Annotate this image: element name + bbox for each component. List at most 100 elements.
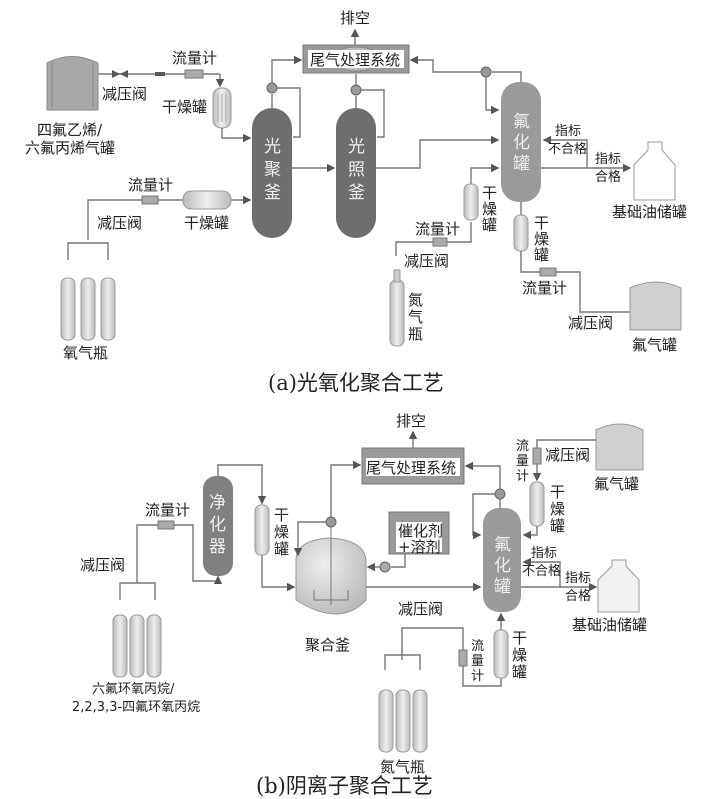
qualified-label-a2: 合格 [595,169,621,185]
reducing-valve-label-a4: 减压阀 [97,214,142,232]
dryer-a3: 干 燥 罐 [513,214,549,264]
reducing-valve-label-a2: 减压阀 [404,252,449,270]
flowmeter-icon-a4 [141,195,159,205]
dryer-b2-char-3: 罐 [550,517,565,535]
flowmeter-label-a4: 流量计 [128,176,173,194]
dryer-label-a1: 干燥罐 [162,98,207,116]
flowmeter-label-a2: 流量计 [415,220,460,238]
fluorine-tank-label-b: 氟气罐 [594,475,639,493]
flowmeter-label-a1: 流量计 [172,49,217,67]
base-oil-tank-b: 基础油储罐 [572,559,647,634]
n2-a-char-1: 氮 [408,291,423,309]
dryer-a2: 干 燥 罐 [463,183,497,234]
kettle1-char-2: 聚 [264,160,281,180]
unqualified-label-b2: 不合格 [522,563,561,579]
qualified-label-a1: 指标 [595,152,621,167]
caption-a: (a)光氧化聚合工艺 [268,371,444,395]
reducing-valve-label-b3: 减压阀 [398,600,443,618]
purifier: 净 化 器 [203,476,233,576]
flowmeter-icon-b2 [532,447,542,465]
ftank-a-char-1: 氟 [513,112,530,132]
unqualified-label-a2: 不合格 [548,141,587,157]
condenser-icon-a1 [266,82,278,94]
condenser-icon-a2 [350,84,362,96]
unqualified-label-b1: 指标 [531,546,557,561]
kettle1-char-1: 光 [264,137,281,157]
dryer-a2-char-3: 罐 [482,216,497,234]
tfe-hfp-tank: 四氟乙烯/ 六氟丙烯气罐 [25,56,115,157]
dryer-a1: 干燥罐 [162,87,232,129]
reducing-valve-label-b2: 减压阀 [545,446,590,464]
fluorination-tank-b: 氟 化 罐 [483,508,521,612]
ftank-a-char-3: 罐 [513,154,530,174]
dryer-a3-char-3: 罐 [534,246,549,264]
n2-a-char-2: 气 [408,308,423,326]
base-oil-tank-a: 基础油储罐 [612,141,687,221]
flowmeter-b2-char-1: 流 [516,439,529,454]
check-valve-icon-a1 [155,72,165,76]
dryer-a3-char-2: 燥 [534,230,549,248]
dryer-b2-char-2: 燥 [550,500,565,518]
purifier-char-2: 化 [209,515,226,535]
monomer-cylinders: 六氟环氧丙烷/ 2,2,3,3-四氟环氧丙烷 [72,614,200,715]
tail-gas-system-a: 尾气处理系统 [302,44,410,74]
polymerization-kettle-label: 聚合釜 [305,636,350,654]
monomer-label-2: 2,2,3,3-四氟环氧丙烷 [72,700,200,715]
monomer-label-1: 六氟环氧丙烷/ [92,682,175,697]
dryer-b3-char-2: 燥 [512,646,527,664]
flowmeter-label-a3: 流量计 [522,279,567,297]
flowmeter-b3-char-3: 计 [471,669,484,684]
flowmeter-b3-char-1: 流 [471,639,484,654]
ftank-b-char-3: 罐 [494,577,511,597]
dryer-b1: 干 燥 罐 [254,504,289,558]
dryer-b1-char-3: 罐 [274,540,289,558]
dryer-a2-char-2: 燥 [482,200,497,218]
nitrogen-cylinder-a: 氮 气 瓶 [389,269,423,347]
base-oil-label-a: 基础油储罐 [612,203,687,221]
ftank-b-char-2: 化 [494,556,511,576]
fluorine-tank-label-a: 氟气罐 [632,336,677,354]
flowmeter-b2-char-3: 计 [516,469,529,484]
flowmeter-icon-a3 [539,267,557,277]
catalyst-tank: 催化剂 +溶剂 [388,511,450,556]
dryer-b3: 干 燥 罐 [493,629,527,681]
flowmeter-icon-b1 [157,520,175,530]
reducing-valve-label-a3: 减压阀 [568,314,613,332]
reducing-valve-label-a1: 减压阀 [102,85,147,103]
vent-label-a: 排空 [340,9,370,27]
nitrogen-cylinders-b: 氮气瓶 [378,689,428,776]
condenser-icon-b1 [325,516,337,528]
dryer-b1-char-1: 干 [274,506,289,524]
tfe-hfp-label-1: 四氟乙烯/ [37,121,103,139]
vent-label-b: 排空 [396,412,426,430]
dryer-b2-char-1: 干 [550,483,565,501]
ftank-b-char-1: 氟 [494,535,511,555]
dryer-label-a4: 干燥罐 [184,214,229,232]
caption-b: (b)阴离子聚合工艺 [256,774,433,798]
kettle2-char-3: 釜 [348,183,365,203]
dryer-a3-char-1: 干 [534,214,549,232]
dryer-b3-char-1: 干 [512,629,527,647]
photo-polymerization-kettle: 光 聚 釜 [252,108,292,238]
catalyst-label-1: 催化剂 [398,522,443,540]
diagram-b: 排空 尾气处理系统 净 化 器 干 燥 罐 流量计 减压阀 [72,412,647,798]
dryer-a4: 干燥罐 [182,190,232,232]
tfe-hfp-label-2: 六氟丙烯气罐 [25,139,115,157]
flowmeter-icon-a1 [184,69,204,79]
tail-gas-label-b: 尾气处理系统 [366,459,456,477]
pump-icon [379,561,391,573]
ftank-a-char-2: 化 [513,133,530,153]
condenser-icon-a3 [480,66,492,78]
unqualified-label-a1: 指标 [555,124,581,139]
dryer-a2-char-1: 干 [482,184,497,202]
flowmeter-icon-a2 [432,237,448,247]
qualified-label-b1: 指标 [565,571,591,586]
diagram-a: 排空 尾气处理系统 四氟乙烯/ 六氟丙烯气罐 减压阀 流量计 干燥罐 [25,9,687,395]
dryer-b3-char-3: 罐 [512,663,527,681]
kettle2-char-2: 照 [348,160,365,180]
purifier-char-1: 净 [209,493,226,513]
dryer-b2: 干 燥 罐 [529,481,565,535]
reducing-valve-icon-a1 [112,70,128,78]
condenser-icon-b2 [494,488,506,500]
